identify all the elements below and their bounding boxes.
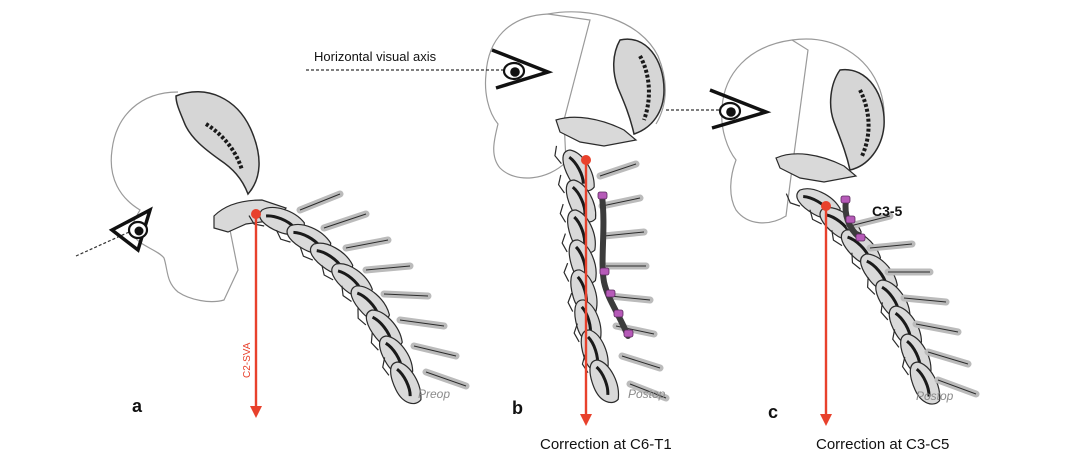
- pedicle-screws-c: [840, 195, 866, 242]
- caption-b: Correction at C6-T1: [540, 436, 672, 453]
- spine-icon-b: [549, 135, 670, 410]
- eye-icon-c: [666, 88, 772, 130]
- caption-c: Correction at C3-C5: [816, 436, 949, 453]
- panel-letter-b: b: [512, 398, 523, 418]
- panel-letter-c: c: [768, 402, 778, 422]
- spine-icon-a: [245, 190, 470, 411]
- pedicle-screws-b: [597, 191, 634, 338]
- c2-sva-label: C2-SVA: [242, 342, 253, 378]
- stage-label-c: Postop: [916, 389, 954, 403]
- panel-b: Horizontal visual axis b: [306, 11, 672, 453]
- level-label-c3-5: C3-5: [872, 203, 903, 219]
- panel-a: C2-SVA a Preop: [75, 91, 470, 418]
- panel-c: C3-5 c Postop Correction at C3-C5: [666, 38, 980, 453]
- skull-outline-b: [484, 13, 591, 179]
- eye-icon-b: [306, 48, 554, 90]
- horizontal-visual-axis-label: Horizontal visual axis: [314, 49, 437, 64]
- skull-icon-c: [829, 69, 885, 171]
- spine-icon-c: [781, 175, 980, 412]
- stage-label-a: Preop: [418, 387, 450, 401]
- skull-icon-a: [175, 91, 260, 196]
- skull-outline-c: [721, 39, 809, 224]
- skull-icon-b: [613, 38, 665, 135]
- stage-label-b: Postop: [628, 387, 666, 401]
- eye-icon-a: [75, 206, 153, 257]
- panel-letter-a: a: [132, 396, 143, 416]
